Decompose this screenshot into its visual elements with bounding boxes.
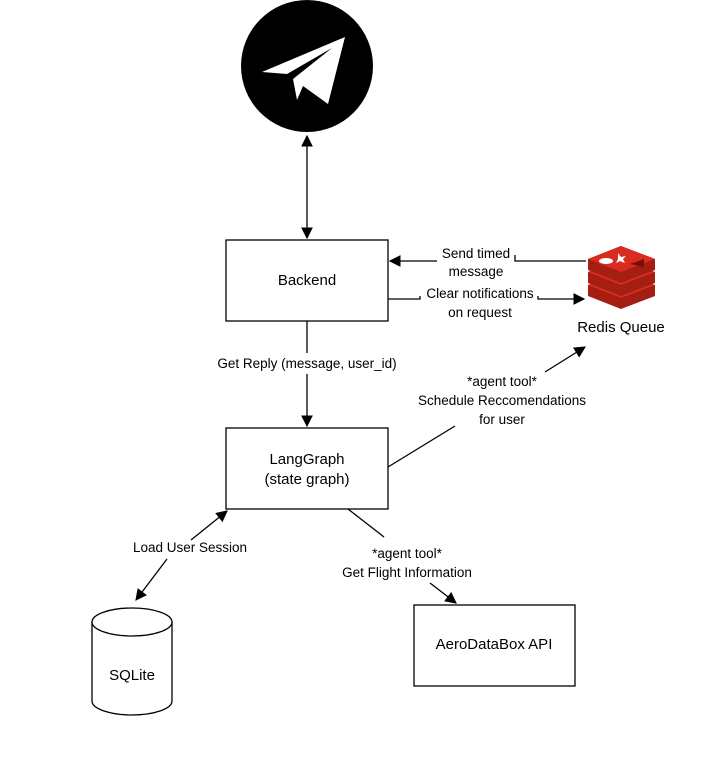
edge-send-timed: Send timed message [388,246,586,279]
clear-notifications-label-1: Clear notifications [426,286,534,301]
edge-load-session: Load User Session [133,510,247,601]
send-timed-label-2: message [449,264,504,279]
aerodatabox-label: AeroDataBox API [436,636,553,653]
redis-label: Redis Queue [577,319,665,336]
edge-flight-info: *agent tool* Get Flight Information [342,508,472,604]
backend-node: Backend [225,239,389,322]
backend-label: Backend [278,272,336,289]
schedule-label-3: for user [479,412,525,427]
edge-get-reply: Get Reply (message, user_id) [217,321,397,428]
flight-info-label-1: *agent tool* [372,546,443,561]
edge-schedule: *agent tool* Schedule Reccomendations fo… [387,346,586,468]
aerodatabox-node: AeroDataBox API [413,604,576,687]
sqlite-node: SQLite [91,607,173,716]
load-session-label: Load User Session [133,540,247,555]
edge-clear-notifications: Clear notifications on request [388,286,586,320]
langgraph-node: LangGraph (state graph) [225,427,389,510]
send-timed-label-1: Send timed [442,246,510,261]
get-reply-label: Get Reply (message, user_id) [217,356,396,371]
langgraph-label-2: (state graph) [264,471,349,488]
sqlite-label: SQLite [109,667,155,684]
redis-icon [588,246,655,309]
langgraph-label-1: LangGraph [269,451,344,468]
telegram-icon [241,0,373,132]
flight-info-label-2: Get Flight Information [342,565,472,580]
clear-notifications-label-2: on request [448,305,512,320]
schedule-label-1: *agent tool* [467,374,538,389]
schedule-label-2: Schedule Reccomendations [418,393,586,408]
